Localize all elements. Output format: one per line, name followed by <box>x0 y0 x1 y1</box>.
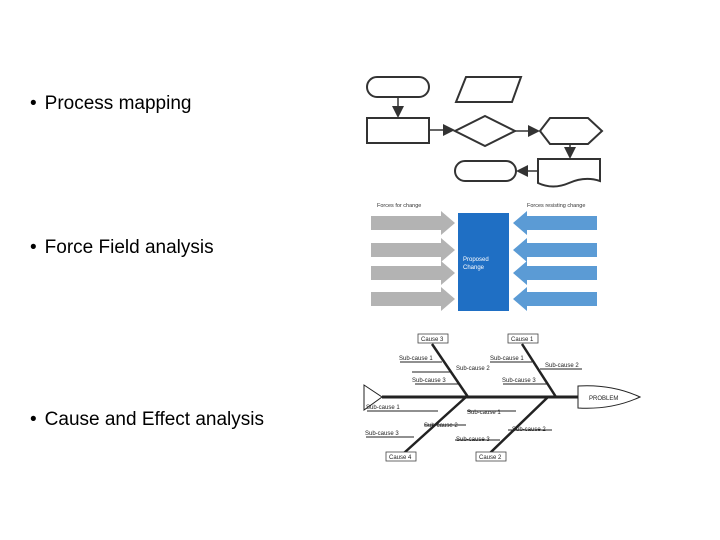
cause-label: Cause 2 <box>479 455 502 461</box>
sub-cause-label: Sub-cause 3 <box>412 378 446 384</box>
forces-for-group <box>371 211 455 311</box>
force-against-arrow <box>513 287 597 311</box>
cause-label: Cause 4 <box>389 455 412 461</box>
force-against-arrow <box>513 211 597 235</box>
center-label-2: Change <box>463 265 485 271</box>
bone-cause-2 <box>489 396 549 454</box>
sub-cause-label: Sub-cause 1 <box>467 410 501 416</box>
proposed-change-box <box>458 213 509 311</box>
sub-cause-label: Sub-cause 3 <box>502 378 536 384</box>
cause-box <box>385 451 417 462</box>
sub-cause-label: Sub-cause 1 <box>490 356 524 362</box>
center-label-1: Proposed <box>463 257 489 263</box>
right-heading: Forces resisting change <box>527 203 585 209</box>
bullet-dot: • <box>30 409 37 430</box>
bullet-dot: • <box>30 93 37 114</box>
cause-box <box>475 451 507 462</box>
bullet-cause-effect: • Cause and Effect analysis <box>30 409 264 431</box>
sub-cause-label: Sub-cause 1 <box>366 405 400 411</box>
fish-head <box>577 385 642 409</box>
bullet-text: Cause and Effect analysis <box>44 409 264 430</box>
sub-cause-label: Sub-cause 3 <box>456 437 490 443</box>
bullet-process-mapping: • Process mapping <box>30 93 191 115</box>
sub-cause-label: Sub-cause 2 <box>424 423 458 429</box>
cause-label: Cause 1 <box>511 337 534 343</box>
bullet-dot: • <box>30 237 37 258</box>
bullet-text: Force Field analysis <box>44 237 214 258</box>
bone-cause-3 <box>430 343 470 398</box>
force-for-arrow <box>371 261 455 285</box>
forces-against-group <box>513 211 597 311</box>
cause-label: Cause 3 <box>421 337 444 343</box>
fish-tail <box>363 384 383 411</box>
force-for-arrow <box>371 287 455 311</box>
bone-cause-1 <box>520 343 558 398</box>
force-for-arrow <box>371 238 455 262</box>
sub-cause-label: Sub-cause 2 <box>545 363 579 369</box>
sub-cause-label: Sub-cause 2 <box>512 427 546 433</box>
force-for-arrow <box>371 211 455 235</box>
left-heading: Forces for change <box>377 203 421 209</box>
sub-cause-label: Sub-cause 1 <box>399 356 433 362</box>
force-against-arrow <box>513 261 597 285</box>
cause-box <box>507 333 539 344</box>
cause-box <box>417 333 449 344</box>
sub-cause-label: Sub-cause 3 <box>365 431 399 437</box>
bullet-text: Process mapping <box>44 93 192 114</box>
sub-cause-label: Sub-cause 2 <box>456 366 490 372</box>
problem-label: PROBLEM <box>589 396 618 402</box>
bullet-force-field: • Force Field analysis <box>30 237 214 259</box>
force-against-arrow <box>513 238 597 262</box>
